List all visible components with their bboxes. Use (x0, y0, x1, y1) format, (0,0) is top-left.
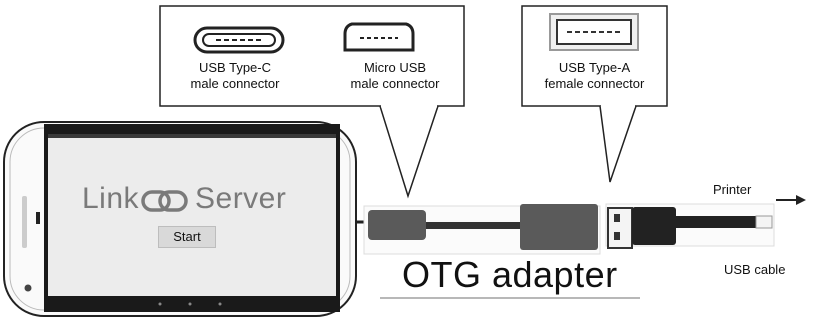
usb-type-a-female-icon (549, 13, 639, 51)
callout-box-connectors (159, 5, 465, 199)
otg-adapter-label: OTG adapter (402, 254, 618, 295)
usb-type-c-label: USB Type-C male connector (190, 60, 280, 91)
micro-usb-label: Micro USB male connector (350, 60, 440, 91)
micro-usb-icon (343, 22, 415, 52)
smartphone (3, 121, 357, 317)
usb-type-a-label: USB Type-A female connector (544, 60, 645, 91)
usb-type-c-icon (193, 26, 285, 54)
usb-cable-plug (605, 195, 806, 249)
printer-label: Printer (713, 182, 752, 197)
start-button[interactable]: Start (158, 226, 216, 248)
app-name-server: Server (195, 182, 287, 215)
otg-adapter (363, 204, 601, 255)
link-logo-icon (141, 190, 188, 212)
usb-cable-label: USB cable (724, 262, 786, 277)
app-name-link: Link (82, 182, 140, 215)
